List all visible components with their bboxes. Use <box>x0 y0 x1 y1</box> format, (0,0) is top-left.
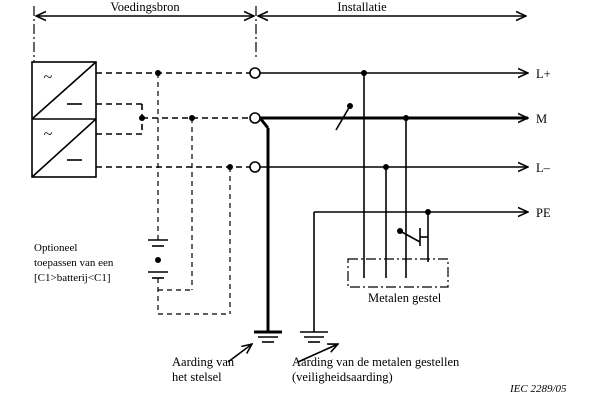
source-dashed-wiring <box>96 72 250 315</box>
ac-symbol-upper: ~ <box>44 69 53 86</box>
equipment-drops <box>363 73 429 278</box>
battery-note-line2: toepassen van een <box>34 257 114 269</box>
metal-frame-enclosure <box>347 258 449 288</box>
source-label: Voedingsbron <box>110 0 180 14</box>
junction-dot <box>383 164 389 170</box>
terminal-l-minus <box>249 161 261 173</box>
junction-dot <box>403 115 409 121</box>
junction-dot <box>227 164 233 170</box>
installation-label: Installatie <box>337 0 387 14</box>
earth-frames-line1: Aarding van de metalen gestellen <box>292 355 460 369</box>
ac-symbol-lower: ~ <box>44 126 53 143</box>
earth-frames-leader <box>297 344 338 363</box>
crossing-marker <box>335 103 353 131</box>
junction-dot <box>425 209 431 215</box>
label-l-minus: L– <box>536 161 551 175</box>
label-pe: PE <box>536 206 551 220</box>
label-m: M <box>536 112 547 126</box>
battery-note-line3: [C1>batterij<C1] <box>34 272 111 284</box>
figure-reference: IEC 2289/05 <box>509 383 567 395</box>
label-l-plus: L+ <box>536 67 551 81</box>
junction-dot <box>139 115 145 121</box>
junction-dot <box>155 70 161 76</box>
earth-frames-line2: (veiligheidsaarding) <box>292 370 393 384</box>
junction-dot <box>361 70 367 76</box>
metal-frame-label: Metalen gestel <box>368 291 442 305</box>
junction-dot <box>189 115 195 121</box>
power-source-block: ~ ~ <box>31 61 97 178</box>
frame-earth <box>300 212 328 343</box>
terminal-l-plus <box>249 67 261 79</box>
terminal-m <box>249 112 261 124</box>
battery-note-line1: Optioneel <box>34 242 77 254</box>
system-earth <box>254 117 282 343</box>
battery-symbol <box>148 239 168 279</box>
earth-system-line2: het stelsel <box>172 370 222 384</box>
earth-system-line1: Aarding van <box>172 355 235 369</box>
fault-switch-symbol <box>397 228 428 246</box>
header-dividers <box>33 6 257 62</box>
earth-system-leader <box>227 344 252 363</box>
